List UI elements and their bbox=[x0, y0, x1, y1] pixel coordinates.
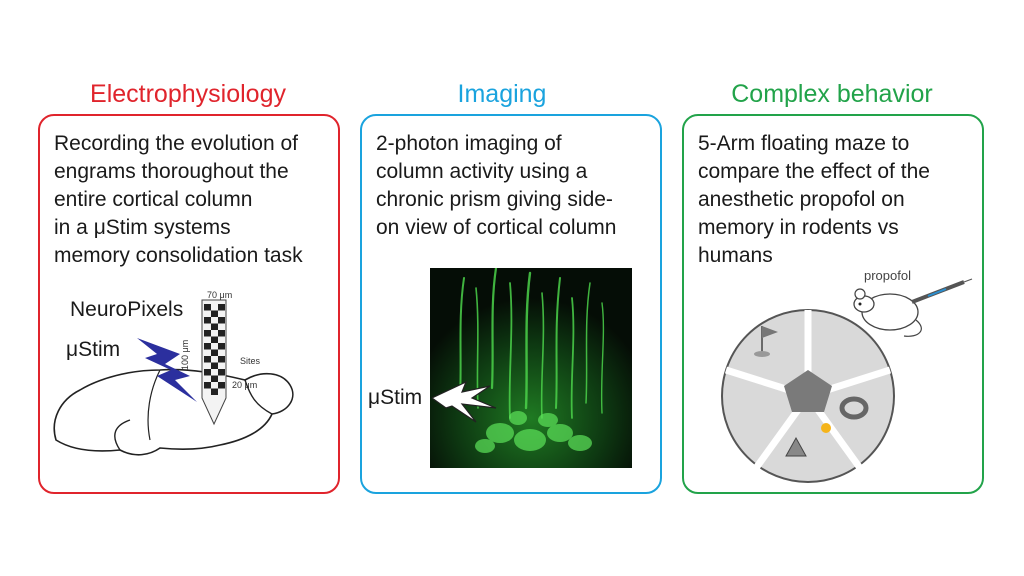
description-line: 2-photon imaging of bbox=[376, 132, 562, 155]
probe-site bbox=[211, 336, 218, 343]
probe-site bbox=[204, 382, 211, 389]
probe-site bbox=[218, 356, 225, 363]
probe-site bbox=[218, 330, 225, 337]
probe-site bbox=[218, 317, 225, 324]
description-line: compare the effect of the bbox=[698, 160, 930, 183]
probe-width-label: 70 μm bbox=[207, 290, 233, 300]
probe-site bbox=[218, 369, 225, 376]
sites-label: Sites bbox=[240, 356, 261, 366]
probe-site bbox=[218, 343, 225, 350]
platform-target-marker bbox=[821, 423, 831, 433]
description-line: 5-Arm floating maze to bbox=[698, 132, 910, 155]
ustim-label: μStim bbox=[66, 338, 121, 361]
ring-cue-icon bbox=[839, 396, 869, 420]
imaging-description: 2-photon imaging of column activity usin… bbox=[376, 130, 666, 242]
maze-center-platform bbox=[784, 370, 832, 412]
description-line: on view of cortical column bbox=[376, 216, 617, 239]
description-line: entire cortical column bbox=[54, 188, 253, 211]
complex-behavior-description: 5-Arm floating maze to compare the effec… bbox=[698, 130, 988, 270]
imaging-stim-bolt-icon bbox=[432, 380, 497, 423]
stim-bolt-icon bbox=[137, 338, 197, 402]
five-arm-maze bbox=[721, 309, 895, 483]
neuropixels-probe bbox=[201, 299, 227, 426]
description-line: humans bbox=[698, 244, 773, 267]
tent-cue-icon bbox=[785, 436, 807, 457]
probe-site bbox=[204, 304, 211, 311]
probe-site bbox=[204, 369, 211, 376]
probe-site bbox=[211, 388, 218, 395]
imaging-ustim-label: μStim bbox=[368, 386, 423, 409]
brain-illustration bbox=[53, 368, 294, 456]
probe-length-label: 100 μm bbox=[180, 339, 190, 370]
flag-cue-icon bbox=[754, 326, 778, 357]
description-line: memory consolidation task bbox=[54, 244, 303, 267]
probe-site bbox=[218, 304, 225, 311]
probe-site bbox=[211, 310, 218, 317]
description-line: Recording the evolution of bbox=[54, 132, 298, 155]
column-title-electrophysiology: Electrophysiology bbox=[90, 80, 286, 108]
description-line: anesthetic propofol on bbox=[698, 188, 905, 211]
description-line: memory in rodents vs bbox=[698, 216, 899, 239]
description-line: engrams thoroughout the bbox=[54, 160, 289, 183]
probe-site bbox=[204, 330, 211, 337]
mouse-syringe-illustration bbox=[853, 278, 973, 337]
description-line: in a μStim systems bbox=[54, 216, 231, 239]
complex-behavior-panel: 5-Arm floating maze to compare the effec… bbox=[682, 114, 984, 494]
electrophysiology-panel: Recording the evolution of engrams thoro… bbox=[38, 114, 340, 494]
probe-site bbox=[204, 317, 211, 324]
neuropixels-label: NeuroPixels bbox=[70, 298, 184, 321]
column-title-complex-behavior: Complex behavior bbox=[731, 80, 933, 108]
probe-site bbox=[211, 323, 218, 330]
two-photon-image bbox=[430, 268, 632, 468]
description-line: chronic prism giving side- bbox=[376, 188, 613, 211]
electrophysiology-description: Recording the evolution of engrams thoro… bbox=[54, 130, 344, 270]
probe-site bbox=[211, 362, 218, 369]
probe-site bbox=[218, 382, 225, 389]
probe-site bbox=[211, 375, 218, 382]
probe-site bbox=[211, 349, 218, 356]
description-line: column activity using a bbox=[376, 160, 588, 183]
column-title-imaging: Imaging bbox=[457, 80, 547, 108]
propofol-label: propofol bbox=[864, 268, 911, 283]
probe-site bbox=[204, 343, 211, 350]
site-spacing-label: 20 μm bbox=[232, 380, 258, 390]
probe-site bbox=[204, 356, 211, 363]
imaging-panel: 2-photon imaging of column activity usin… bbox=[360, 114, 662, 494]
